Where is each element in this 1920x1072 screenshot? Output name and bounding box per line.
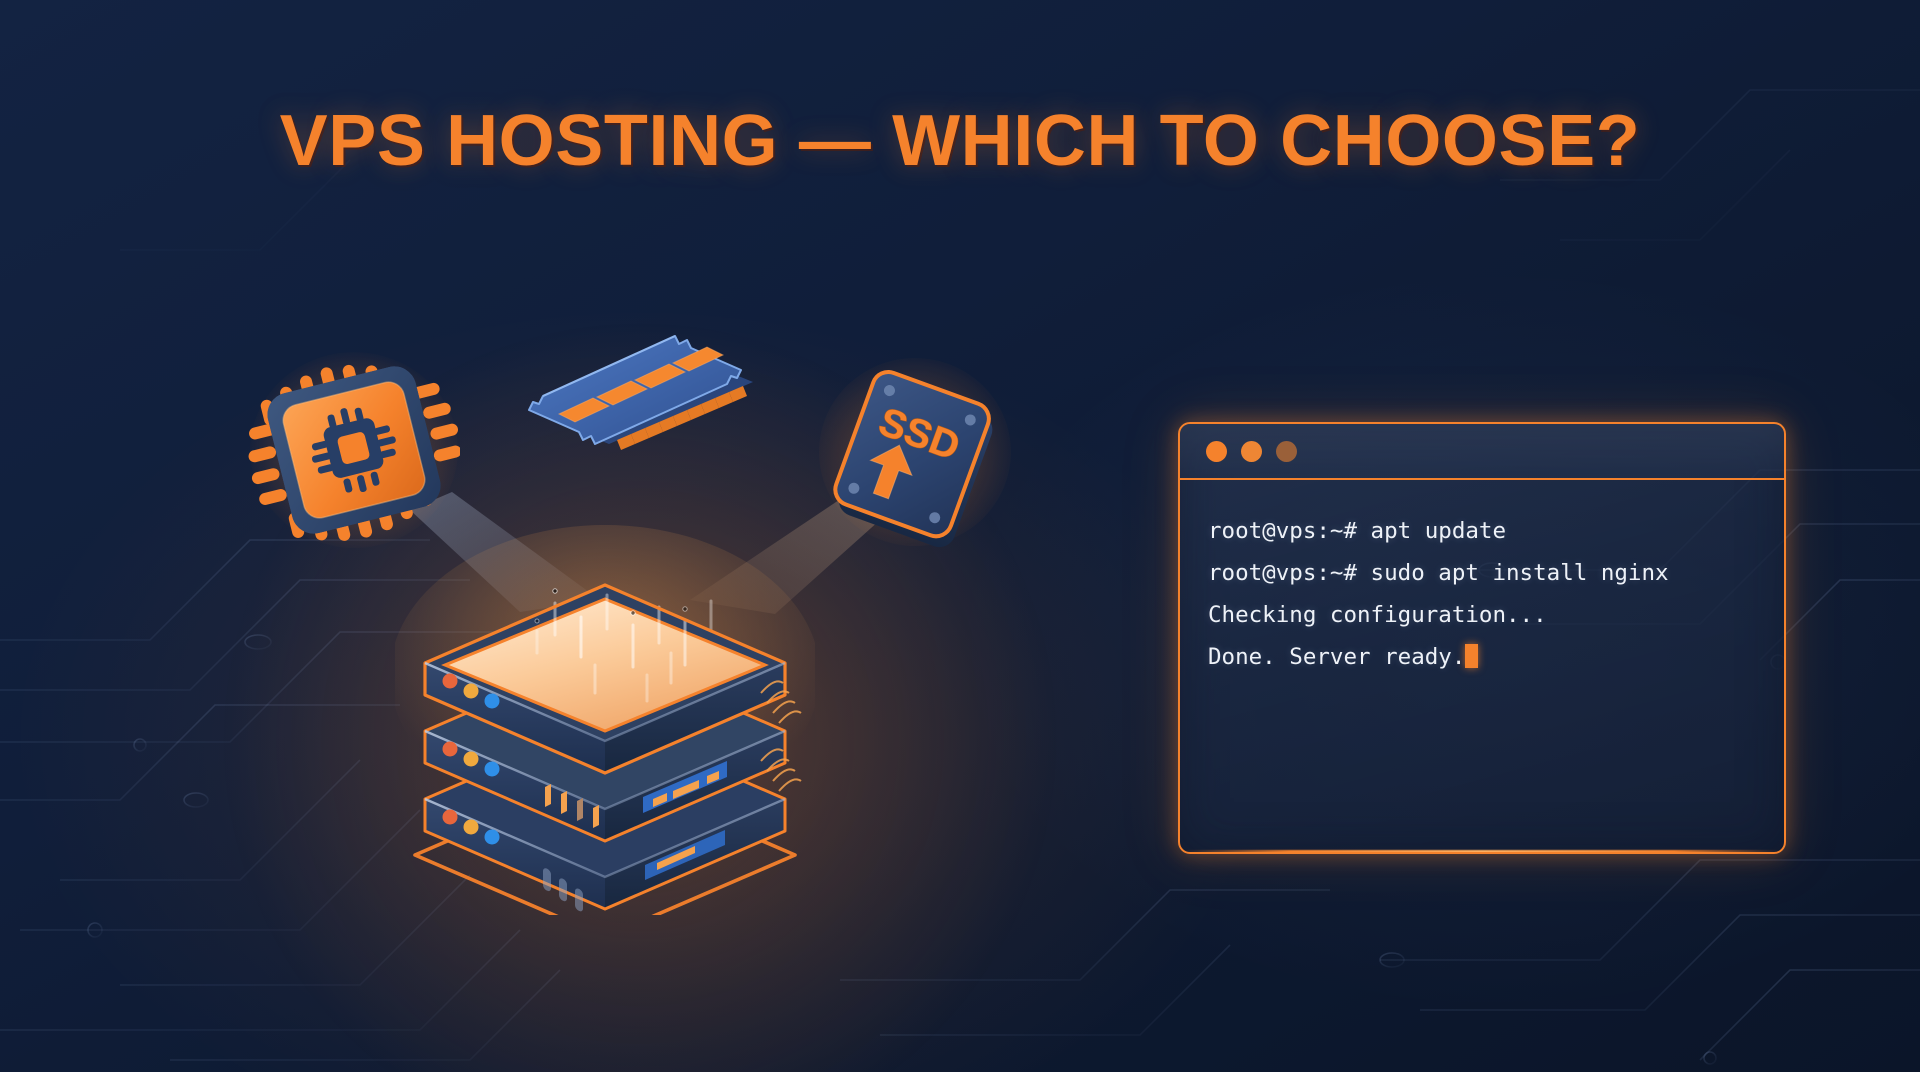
window-minimize-icon[interactable] — [1241, 440, 1262, 462]
page-title-container: VPS HOSTING — WHICH TO CHOOSE? — [0, 100, 1920, 182]
terminal-bottom-glow — [1182, 850, 1782, 852]
server-unit-top — [423, 583, 787, 775]
ram-module-icon[interactable] — [525, 318, 755, 468]
terminal-output: root@vps:~# apt update root@vps:~# sudo … — [1180, 480, 1784, 674]
ssd-drive-icon[interactable]: SSD — [818, 355, 1013, 550]
terminal-titlebar — [1180, 424, 1784, 480]
terminal-line: root@vps:~# sudo apt install nginx — [1208, 560, 1669, 586]
page-title: VPS HOSTING — WHICH TO CHOOSE? — [279, 101, 1641, 181]
cpu-chip-icon[interactable] — [248, 350, 462, 550]
terminal-line-text: Done. Server ready. — [1208, 644, 1466, 670]
server-cables — [760, 680, 802, 792]
terminal-line: root@vps:~# apt update — [1208, 518, 1507, 544]
window-close-icon[interactable] — [1206, 440, 1227, 462]
terminal-line-with-cursor: Done. Server ready. — [1208, 640, 1784, 674]
server-stack-icon[interactable] — [390, 525, 820, 939]
terminal-cursor — [1465, 644, 1479, 668]
window-maximize-icon[interactable] — [1276, 440, 1297, 462]
terminal-line: Checking configuration... — [1208, 602, 1547, 628]
terminal-window[interactable]: root@vps:~# apt update root@vps:~# sudo … — [1178, 422, 1786, 854]
